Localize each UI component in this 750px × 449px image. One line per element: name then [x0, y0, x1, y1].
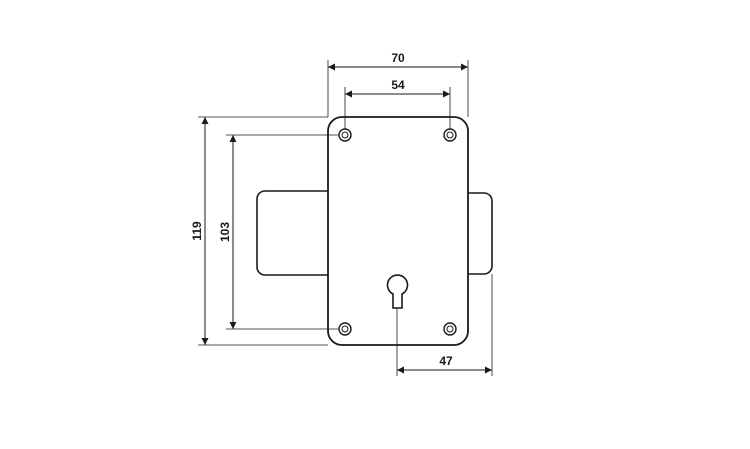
screw-hole-bottom-right — [443, 322, 457, 336]
dim-label-height-overall: 119 — [190, 221, 204, 241]
lock-plate — [327, 116, 469, 346]
keyhole-icon — [386, 274, 409, 309]
dim-label-hole-spacing-horizontal: 54 — [391, 78, 405, 92]
dimension-lines — [201, 63, 492, 374]
dim-label-width-overall: 70 — [391, 51, 405, 65]
dim-label-keyhole-to-edge: 47 — [439, 354, 453, 368]
left-bolt-housing — [256, 190, 338, 276]
dim-label-hole-spacing-vertical: 103 — [218, 222, 232, 242]
